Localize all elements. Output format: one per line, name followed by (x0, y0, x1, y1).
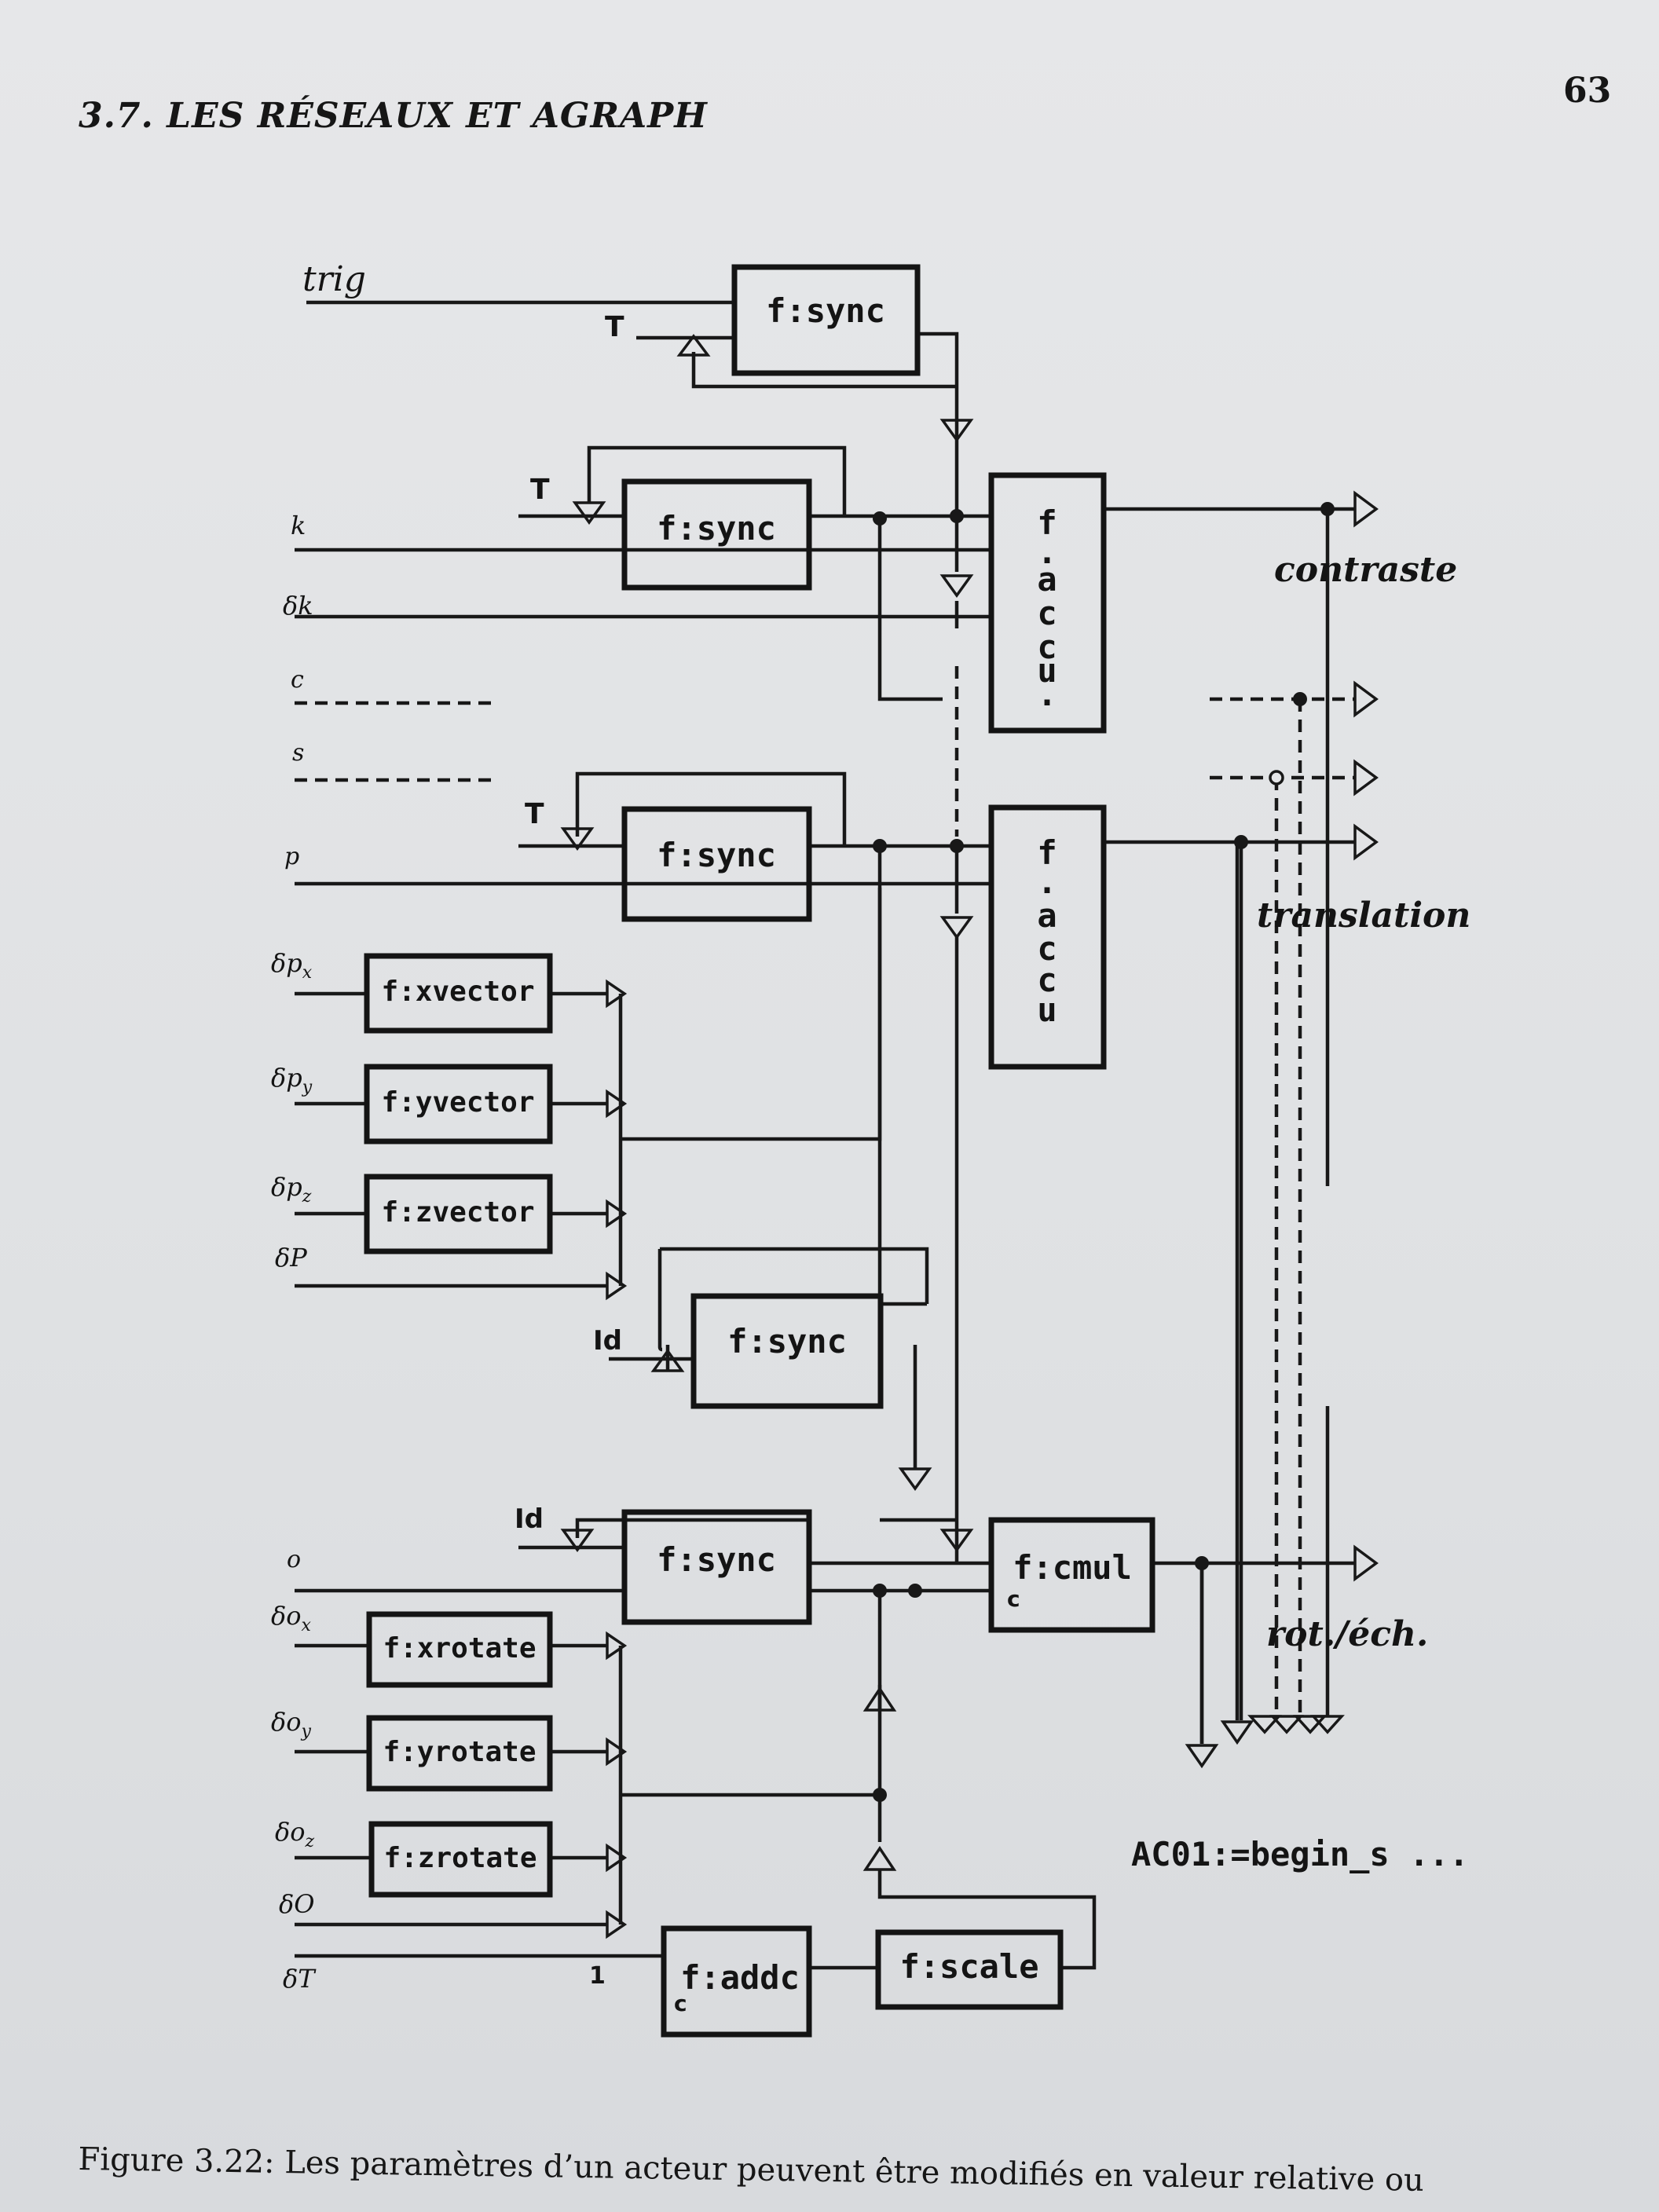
block-label: f:sync (657, 836, 776, 874)
block-label: f:zvector (381, 1196, 534, 1229)
output-translation: translation (1257, 895, 1470, 936)
page-number: 63 (1563, 71, 1612, 111)
accu-letter: . (1037, 533, 1057, 571)
signal-dO: δO (279, 1889, 315, 1919)
signal-dpy: δpy (271, 1063, 313, 1097)
running-head: 3.7. LES RÉSEAUX ET AGRAPH (79, 96, 708, 136)
signal-dox: δox (271, 1601, 312, 1635)
block-label: f:scale (899, 1947, 1038, 1986)
signal-k: k (291, 511, 306, 540)
block-cmul: f:cmul c (988, 1517, 1155, 1633)
block-addc: f:addc c (661, 1925, 812, 2038)
block-label: f:addc (680, 1958, 800, 1997)
diagram-junctions (873, 502, 1335, 1802)
block-sync-trig: f:sync (731, 264, 921, 376)
signal-o: o (287, 1546, 301, 1573)
block-label: f:sync (766, 291, 885, 330)
port-t: T (605, 311, 624, 343)
accu-letter: c (1037, 961, 1057, 999)
port-c: c (1007, 1586, 1020, 1612)
output-rot-ech: rot./éch. (1266, 1614, 1428, 1654)
block-xrotate: f:xrotate (366, 1611, 553, 1688)
block-label: f:sync (657, 1540, 776, 1579)
accu-letter: f (1037, 504, 1057, 542)
signal-trig: trig (302, 259, 366, 299)
accu-letter: a (1037, 896, 1057, 935)
accu-letter: f (1037, 833, 1057, 872)
block-yvector: f:yvector (364, 1064, 553, 1144)
accu-letter: c (1037, 929, 1057, 968)
block-label: f:xvector (381, 976, 534, 1008)
port-one: 1 (589, 1962, 606, 1990)
accu-letter: u (1037, 991, 1057, 1029)
signal-c: c (291, 666, 304, 694)
port-id: Id (593, 1325, 622, 1357)
block-accu-translation: f . a c c u (988, 804, 1107, 1070)
output-contraste: contraste (1274, 550, 1457, 590)
signal-s: s (292, 739, 304, 767)
block-label: f:sync (727, 1322, 847, 1361)
block-label: f:sync (657, 509, 776, 548)
block-scale: f:scale (875, 1929, 1064, 2010)
diagram-output-labels: contraste translation rot./éch. (1257, 550, 1470, 1654)
accu-letter: . (1037, 862, 1057, 901)
block-label: f:cmul (1013, 1548, 1132, 1587)
accu-letter: c (1037, 628, 1057, 666)
diagram-port-labels: T T T Id Id 1 (515, 311, 624, 1990)
block-accu-contraste: f . a c c u . (988, 472, 1107, 734)
block-sync-o: f:sync (621, 1509, 812, 1625)
signal-doz: δoz (275, 1817, 315, 1851)
accu-letter: . (1037, 675, 1057, 713)
diagram-dashed-wires (295, 666, 1355, 1716)
accu-letter: u (1037, 651, 1057, 690)
block-sync-id: f:sync (690, 1293, 884, 1409)
signal-dpx: δpx (271, 948, 313, 983)
signal-dk: δk (283, 591, 313, 621)
port-c: c (674, 1990, 687, 2016)
block-xvector: f:xvector (364, 953, 553, 1034)
block-label: f:yrotate (383, 1736, 536, 1768)
block-sync-p: f:sync (621, 806, 812, 922)
accu-letter: a (1037, 560, 1057, 599)
signal-p: p (284, 843, 299, 870)
block-label: f:zrotate (383, 1842, 537, 1874)
signal-doy: δoy (271, 1707, 312, 1741)
code-label: AC01:=begin_s ... (1131, 1835, 1469, 1873)
block-zrotate: f:zrotate (368, 1821, 553, 1898)
port-t: T (530, 474, 550, 506)
block-sync-k: f:sync (621, 478, 812, 591)
block-zvector: f:zvector (364, 1174, 553, 1254)
signal-dpz: δpz (271, 1172, 312, 1207)
signal-dT: δT (283, 1964, 317, 1994)
block-yrotate: f:yrotate (366, 1715, 553, 1792)
block-label: f:xrotate (383, 1632, 536, 1664)
accu-letter: c (1037, 594, 1057, 632)
block-label: f:yvector (381, 1086, 534, 1119)
port-t: T (525, 798, 544, 830)
diagram-signal-labels: trig k δk c s p δpx δpy δpz δP o δox δoy… (271, 259, 366, 1994)
signal-dP: δP (275, 1243, 307, 1273)
diagram-arrowheads (560, 334, 1379, 1939)
port-id: Id (515, 1503, 544, 1535)
